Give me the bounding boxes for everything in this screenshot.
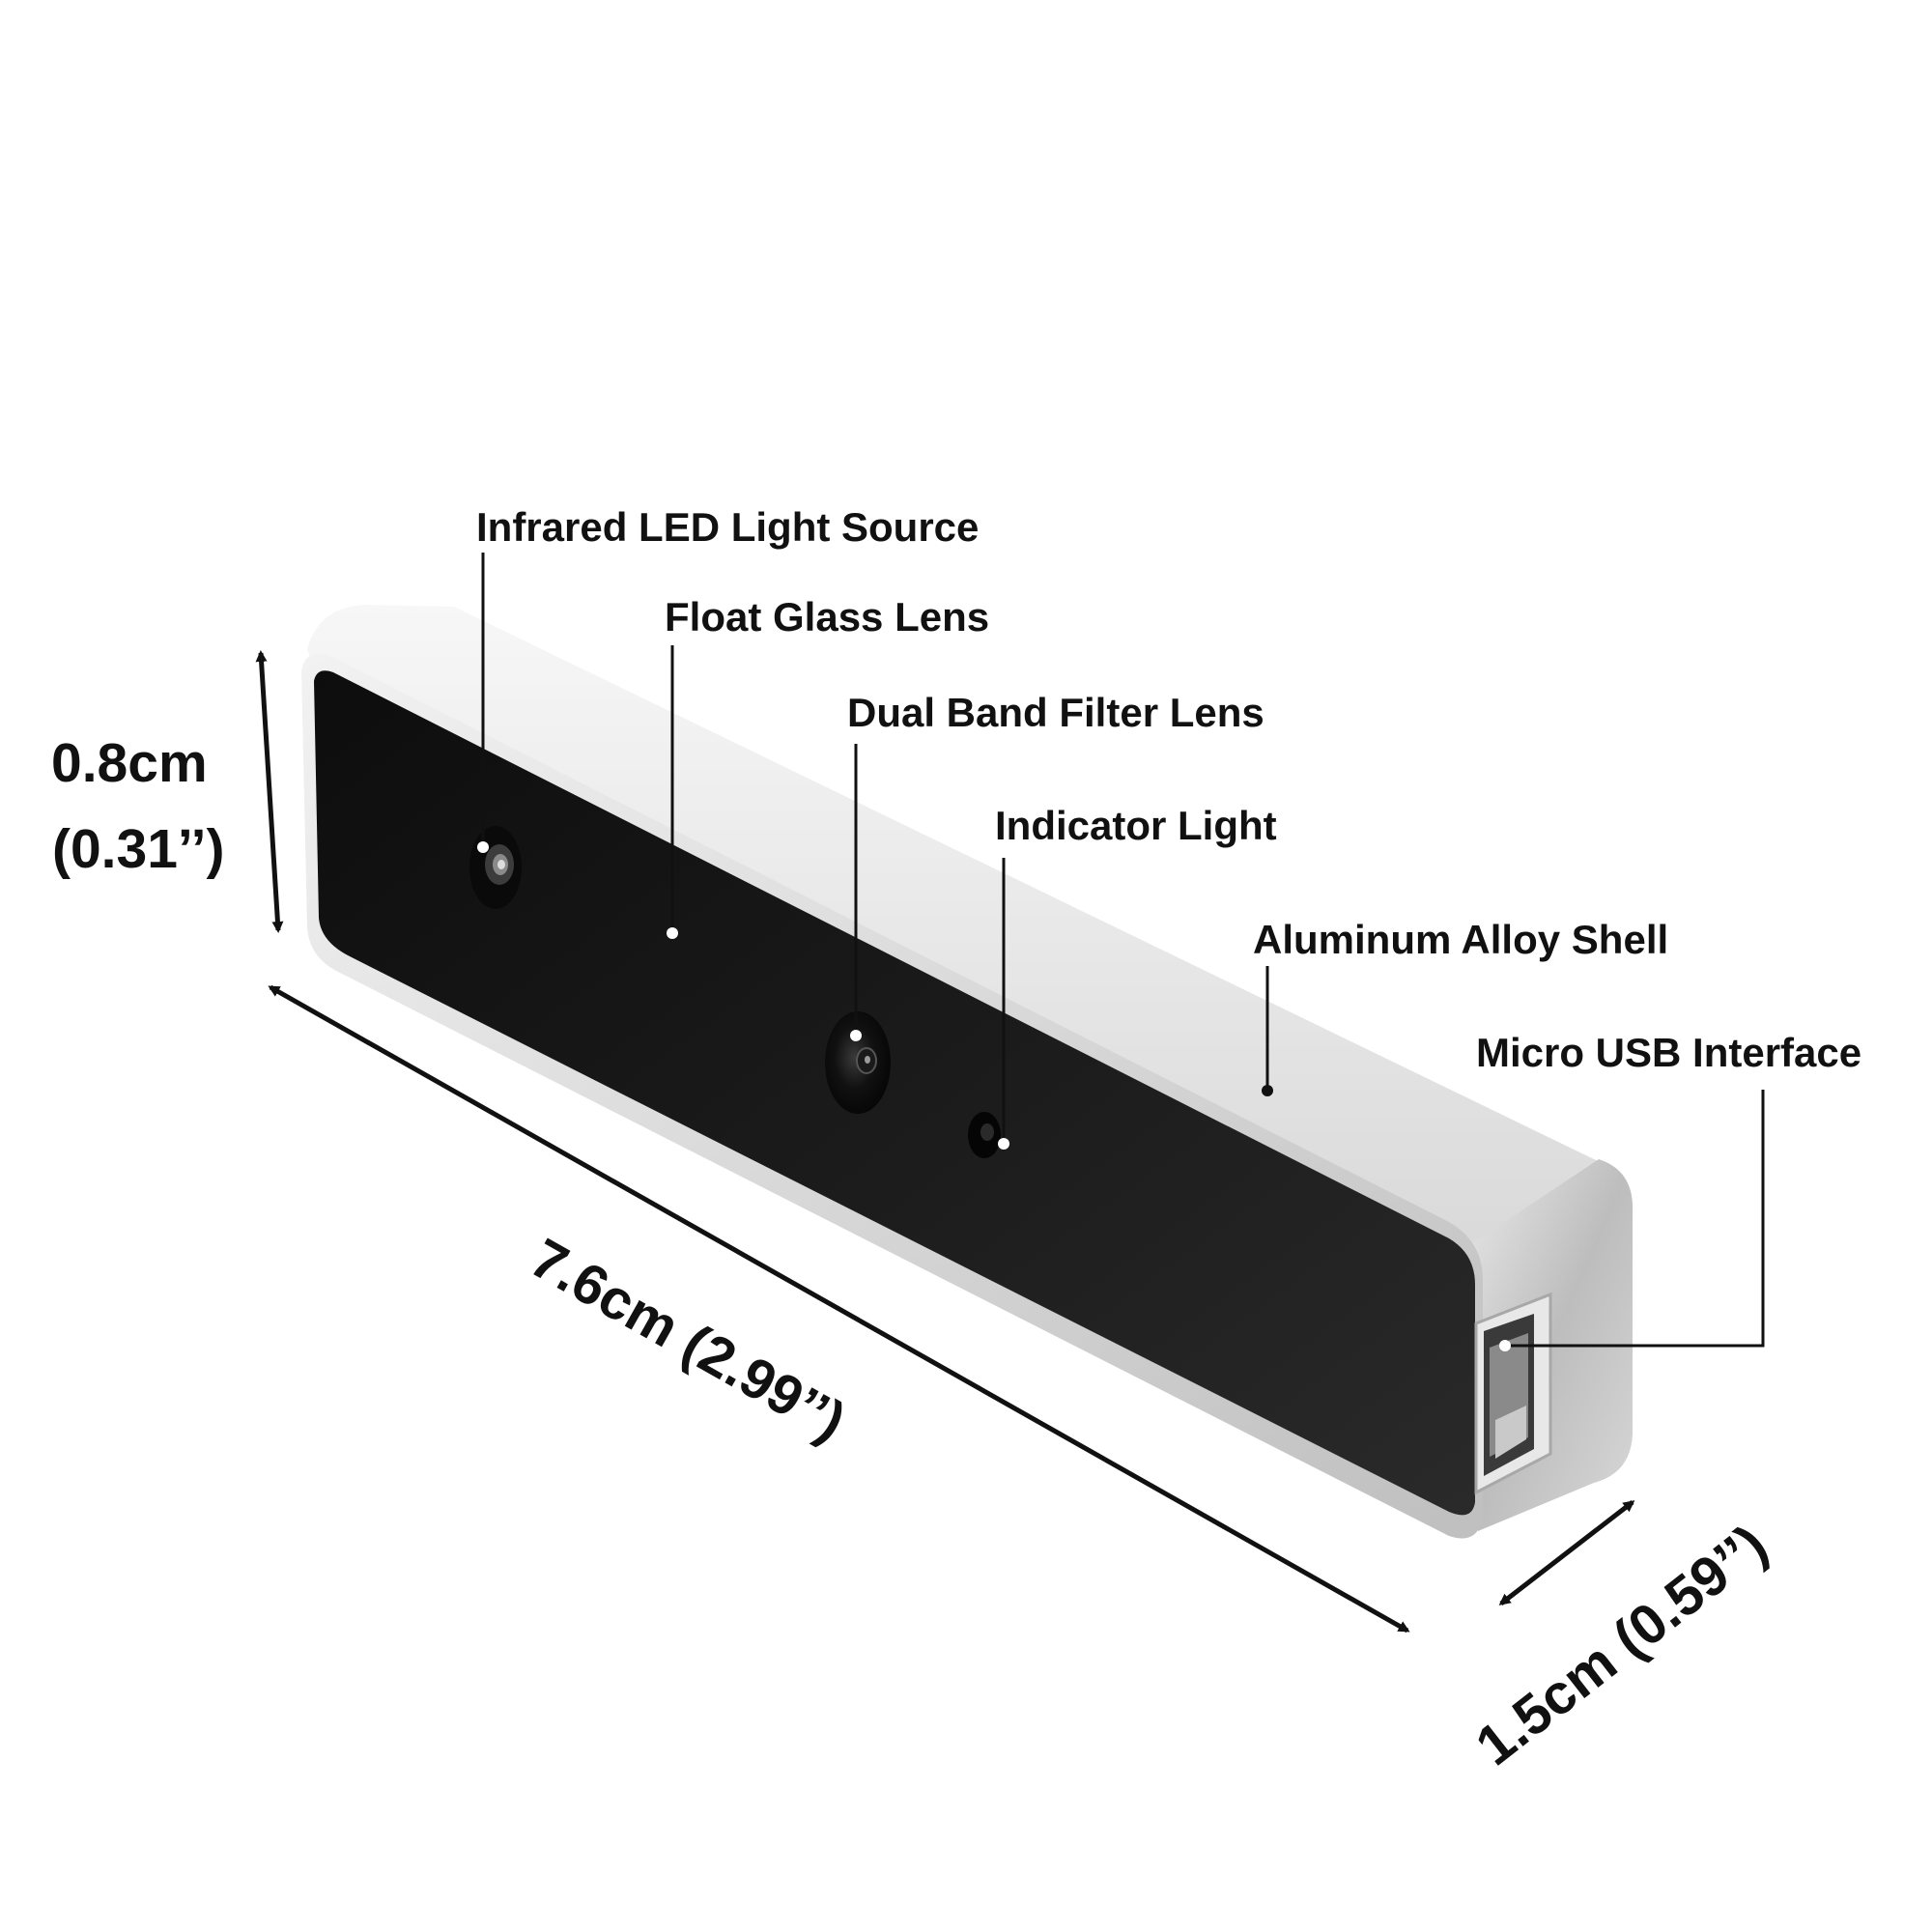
dual-band-filter-lens <box>825 1011 891 1114</box>
label-infrared-led: Infrared LED Light Source <box>476 504 979 550</box>
pointer-dot-shell <box>1262 1085 1273 1096</box>
callout-labels: Infrared LED Light Source Float Glass Le… <box>476 504 1861 1075</box>
pointer-dot-infrared-led <box>477 841 489 853</box>
length-label: 7.6cm (2.99’’) <box>521 1227 856 1454</box>
pointer-dot-float-glass <box>667 927 678 939</box>
height-label-cm: 0.8cm <box>51 732 208 794</box>
indicator-light <box>968 1112 1001 1158</box>
label-shell: Aluminum Alloy Shell <box>1253 917 1668 962</box>
height-label-in: (0.31’’) <box>52 818 224 880</box>
micro-usb-port <box>1474 1292 1552 1495</box>
infrared-led-light-source <box>469 826 522 909</box>
dimension-lines <box>255 650 1635 1634</box>
pointer-dot-usb <box>1499 1340 1511 1351</box>
length-arrow <box>268 984 1410 1634</box>
depth-arrow <box>1498 1500 1635 1605</box>
pointer-dot-dual-band <box>850 1030 862 1041</box>
depth-label: 1.5cm (0.59’’) <box>1464 1513 1778 1777</box>
label-float-glass: Float Glass Lens <box>665 594 989 639</box>
pointer-dot-indicator <box>998 1138 1009 1150</box>
label-indicator: Indicator Light <box>995 803 1277 848</box>
height-arrow <box>255 650 284 933</box>
pointer-usb <box>1505 1090 1765 1348</box>
label-usb: Micro USB Interface <box>1476 1030 1861 1075</box>
camera-module <box>301 605 1634 1539</box>
label-dual-band: Dual Band Filter Lens <box>847 690 1264 735</box>
